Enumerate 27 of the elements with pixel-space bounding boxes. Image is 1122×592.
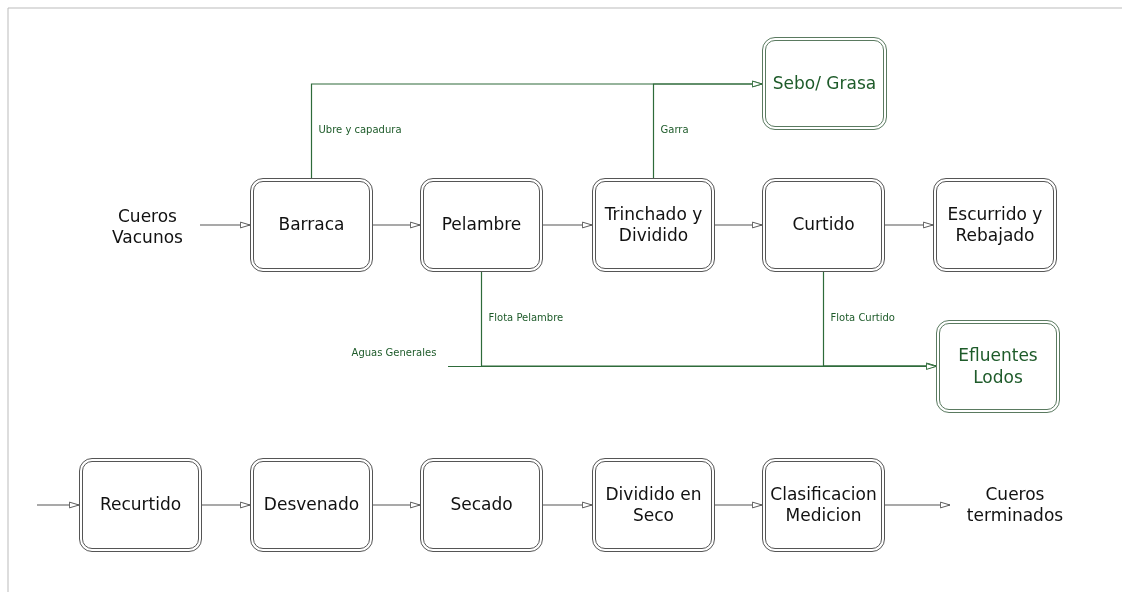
edge-label: Flota Pelambre	[487, 312, 565, 323]
arrow	[201, 501, 251, 509]
edge-label: Ubre y capadura	[317, 124, 403, 135]
text-label: Cueros terminados	[950, 482, 1080, 528]
process-box: Pelambre	[420, 178, 543, 272]
arrow	[372, 501, 421, 509]
text-label: Cueros Vacunos	[95, 205, 200, 249]
output-box: Efluentes Lodos	[936, 320, 1060, 413]
process-box: Dividido en Seco	[592, 458, 715, 552]
process-box: Secado	[420, 458, 543, 552]
process-box: Escurrido y Rebajado	[933, 178, 1057, 272]
process-box: Clasificacion Medicion	[762, 458, 885, 552]
edge-label: Flota Curtido	[829, 312, 896, 323]
process-box: Barraca	[250, 178, 373, 272]
process-box: Recurtido	[79, 458, 202, 552]
input-label: Aguas Generales	[340, 346, 448, 360]
edge-label: Garra	[659, 124, 690, 135]
arrow	[884, 501, 951, 509]
arrow	[714, 501, 763, 509]
arrow	[36, 501, 80, 509]
arrow	[372, 221, 421, 229]
process-box: Trinchado y Dividido	[592, 178, 715, 272]
arrow	[447, 363, 937, 370]
process-box: Curtido	[762, 178, 885, 272]
output-box: Sebo/ Grasa	[762, 37, 887, 130]
arrow	[542, 221, 593, 229]
process-box: Desvenado	[250, 458, 373, 552]
